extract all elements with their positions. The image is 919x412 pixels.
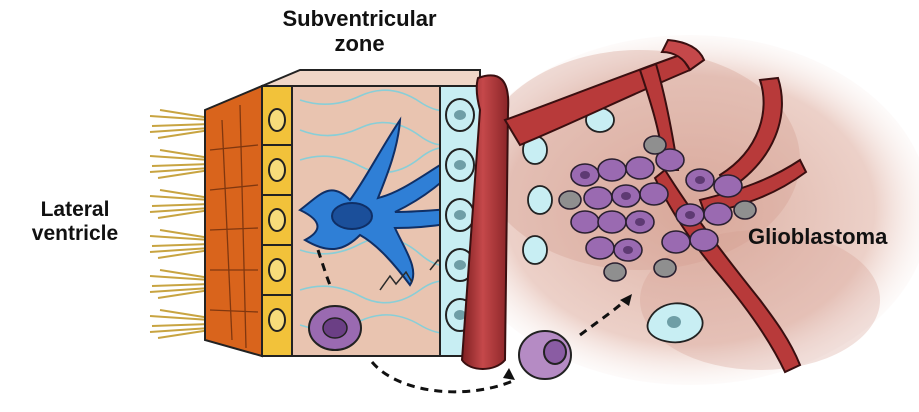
label-subventricular-zone-line-2: zone bbox=[262, 31, 457, 56]
cilia-icon bbox=[150, 110, 210, 338]
label-glioblastoma: Glioblastoma bbox=[748, 224, 887, 249]
label-lateral-ventricle-line-1: Lateral bbox=[10, 198, 140, 222]
migrating-tumor-cell bbox=[519, 331, 571, 379]
ependymal-cell-icon bbox=[262, 86, 292, 356]
label-subventricular-zone-line-1: Subventricular bbox=[262, 6, 457, 31]
label-subventricular-zone: Subventricular zone bbox=[262, 6, 457, 57]
label-lateral-ventricle-line-2: ventricle bbox=[10, 222, 140, 246]
label-lateral-ventricle: Lateral ventricle bbox=[10, 198, 140, 246]
tumor-cell-icon bbox=[309, 306, 361, 350]
